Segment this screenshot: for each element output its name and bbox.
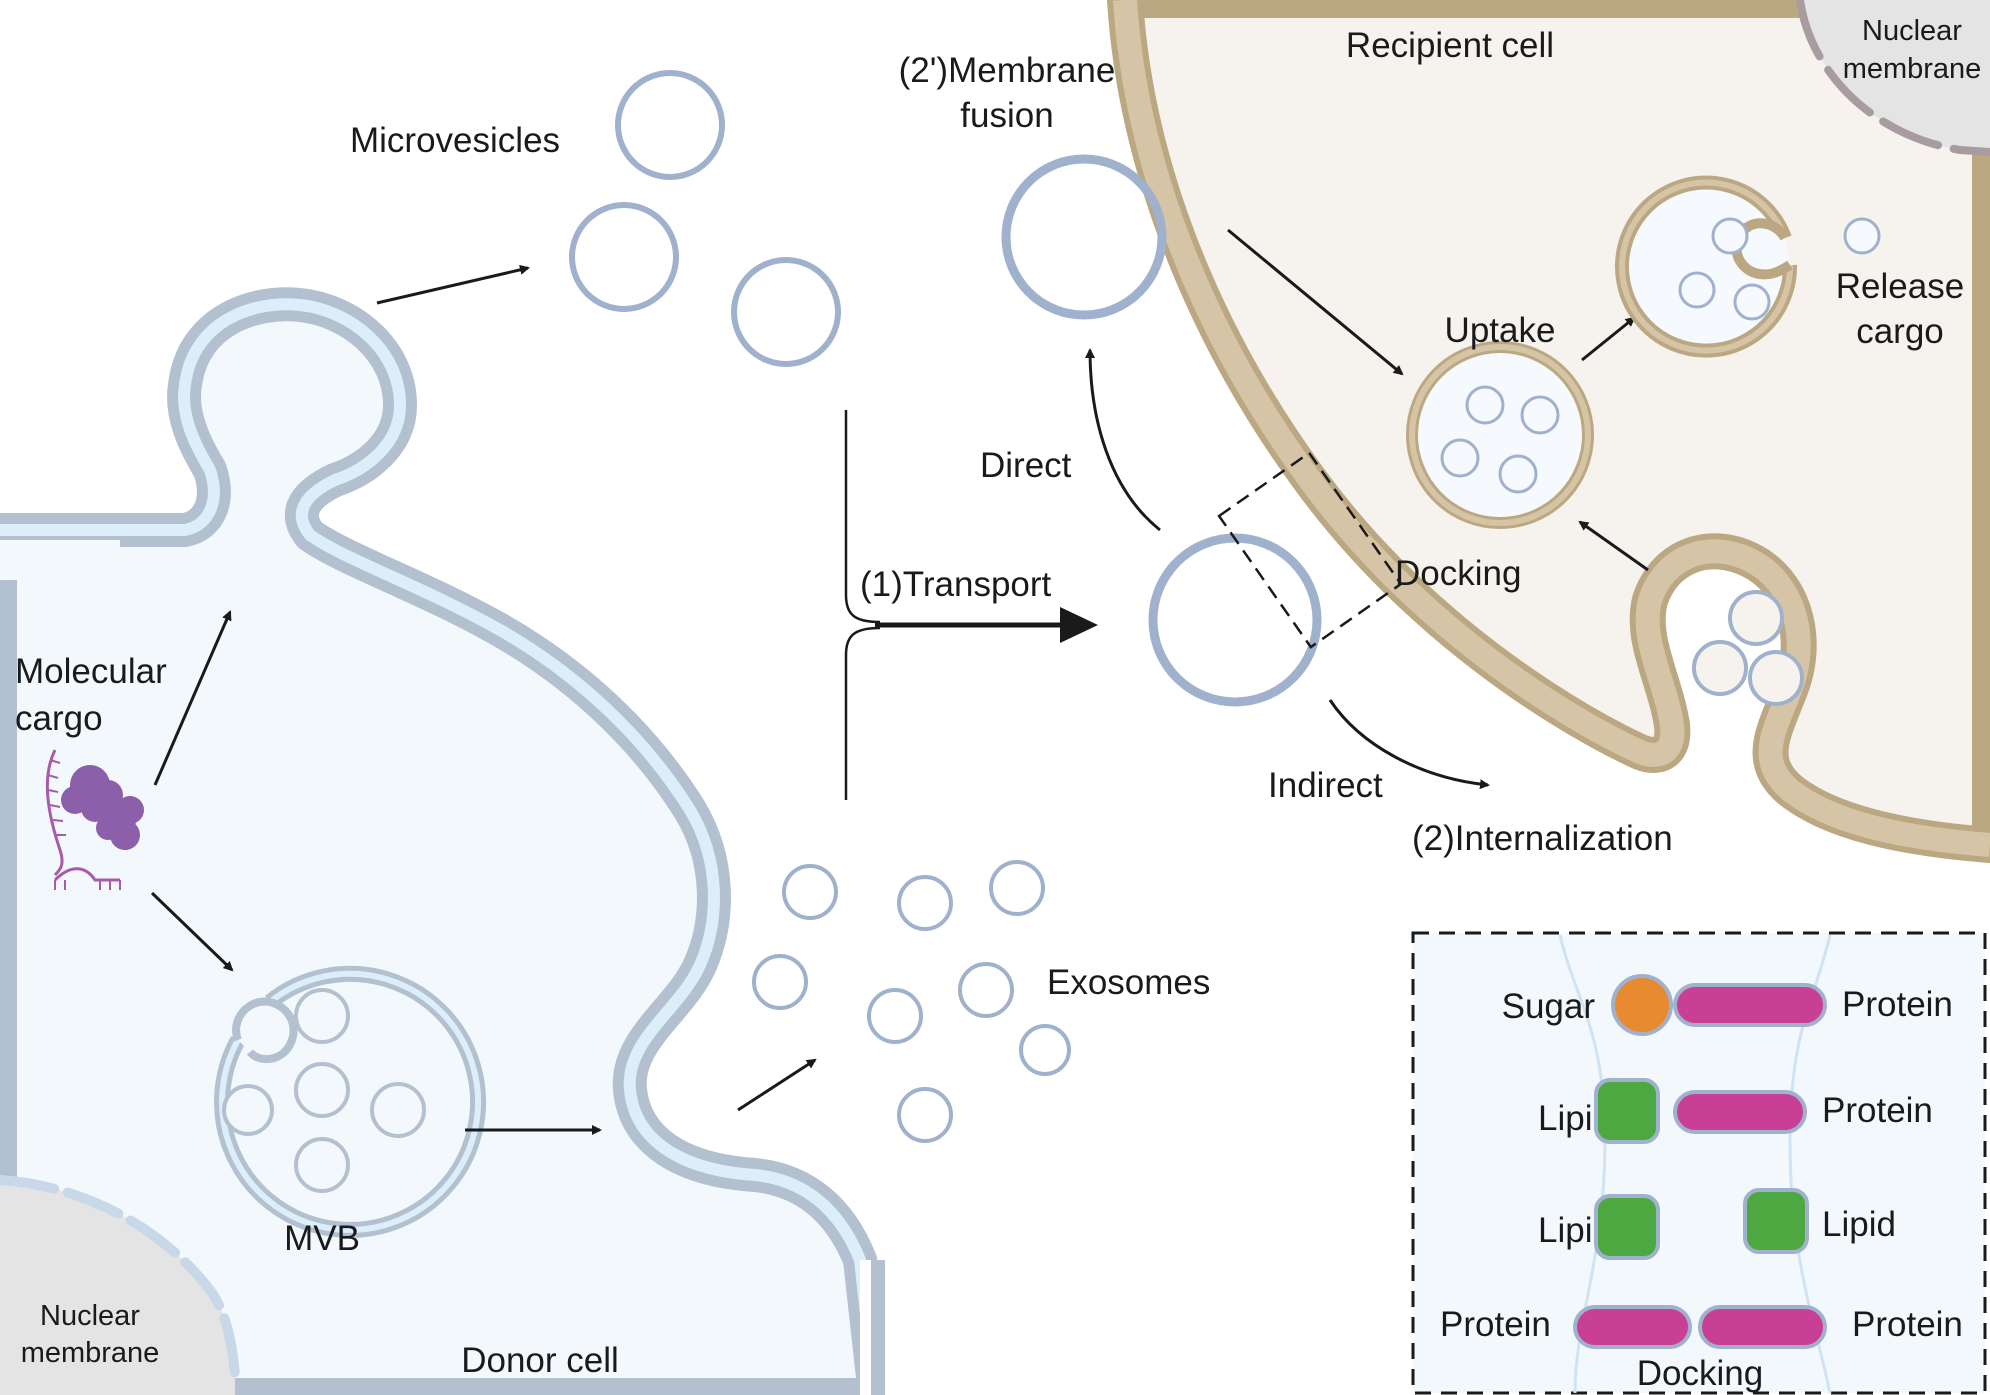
internalizing-vesicles	[1692, 590, 1804, 706]
docking-vesicle	[1148, 533, 1322, 707]
legend-lipid-mark	[1594, 1194, 1660, 1260]
arrow-fusion-to-uptake	[1227, 228, 1404, 376]
membrane-fusion-label-2: fusion	[960, 96, 1053, 135]
legend-row4-left-label: Protein	[1440, 1305, 1551, 1344]
arrow-indirect	[1328, 699, 1490, 790]
transport-bracket	[844, 410, 1098, 800]
legend-row1-left-label: Sugar	[1502, 987, 1596, 1026]
recipient-cell-label: Recipient cell	[1346, 26, 1554, 65]
mvb	[214, 965, 487, 1238]
molecular-cargo-label-1: Molecular	[15, 652, 167, 691]
exosomes	[752, 860, 1071, 1143]
arrow-cargo-to-budding	[153, 610, 232, 786]
arrow-internalization-to-uptake	[1578, 520, 1649, 572]
arrow-uptake-to-release	[1581, 316, 1636, 362]
mvb-label: MVB	[284, 1219, 360, 1258]
microvesicles	[569, 70, 841, 367]
arrow-cargo-to-mvb	[150, 891, 234, 972]
release-cargo-label-1: Release	[1836, 267, 1964, 306]
legend-protein-mark	[1698, 1305, 1827, 1349]
release-cargo-label-2: cargo	[1856, 312, 1944, 351]
legend-row1-right-label: Protein	[1842, 985, 1953, 1024]
arrow-to-exosomes	[737, 1058, 817, 1112]
legend-row3-right-label: Lipid	[1822, 1205, 1896, 1244]
nuclear-membrane-right-label-2: membrane	[1843, 53, 1982, 85]
microvesicles-label: Microvesicles	[350, 121, 560, 160]
nuclear-membrane-left-label-2: membrane	[21, 1337, 160, 1369]
indirect-label: Indirect	[1268, 766, 1383, 805]
legend-protein-mark	[1573, 1305, 1692, 1349]
exosomes-label: Exosomes	[1047, 963, 1210, 1002]
uptake-label: Uptake	[1445, 311, 1556, 350]
donor-cell-label: Donor cell	[461, 1341, 619, 1380]
legend-title: Docking	[1637, 1354, 1763, 1393]
docking-legend: Sugar Protein Lipid Protein Lipid Lipid …	[1411, 931, 1987, 1395]
docking-label: Docking	[1395, 554, 1521, 593]
arrow-to-microvesicles	[376, 264, 530, 305]
recipient-nucleus	[1796, 0, 1990, 156]
legend-sugar-mark	[1611, 974, 1673, 1036]
legend-lipid-mark	[1594, 1078, 1660, 1144]
direct-label: Direct	[980, 446, 1072, 485]
release-endosome	[1615, 175, 1881, 358]
donor-nucleus	[0, 1175, 240, 1395]
membrane-fusion-label-1: (2')Membrane	[899, 51, 1116, 90]
nuclear-membrane-right-label-1: Nuclear	[1862, 15, 1962, 47]
legend-row2-right-label: Protein	[1822, 1091, 1933, 1130]
molecular-cargo-icon	[45, 749, 144, 890]
legend-lipid-mark	[1743, 1188, 1809, 1254]
legend-protein-mark	[1673, 1090, 1807, 1134]
uptake-endosome	[1406, 341, 1594, 529]
nuclear-membrane-left-label-1: Nuclear	[40, 1300, 140, 1332]
arrow-direct	[1085, 348, 1161, 532]
transport-label: (1)Transport	[860, 565, 1052, 604]
docking-zoom-box	[1217, 451, 1403, 649]
molecular-cargo-label-2: cargo	[15, 699, 103, 738]
internalization-label: (2)Internalization	[1412, 819, 1673, 858]
fusing-vesicle	[1001, 154, 1167, 320]
legend-protein-mark	[1673, 983, 1827, 1027]
legend-row4-right-label: Protein	[1852, 1305, 1963, 1344]
donor-cell-membrane-inner	[0, 298, 881, 1395]
